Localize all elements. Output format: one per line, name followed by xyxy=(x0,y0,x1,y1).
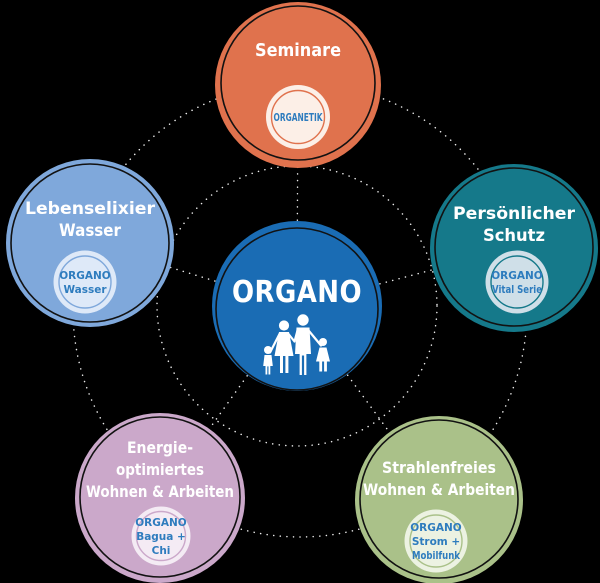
family-icon-arms xyxy=(268,329,323,354)
energie-title-line3: Wohnen & Arbeiten xyxy=(86,482,234,501)
wasser-sketch-ring xyxy=(10,163,170,323)
wasser-badge-circle xyxy=(53,250,117,314)
satellite-energieoptimiertes-wohnen[interactable]: Energie- optimiertes Wohnen & Arbeiten O… xyxy=(75,413,245,583)
seminare-badge-ring xyxy=(270,89,326,145)
schutz-circle[interactable] xyxy=(430,164,598,332)
wasser-badge-line2: Wasser xyxy=(63,284,107,296)
family-icon-boy-body xyxy=(263,355,273,375)
satellite-persoenlicher-schutz[interactable]: Persönlicher Schutz ORGANO Vital Serie xyxy=(430,164,598,332)
schutz-title-line1: Persönlicher xyxy=(453,204,576,223)
strahlenfrei-badge: ORGANO Strom + Mobilfunk xyxy=(404,509,468,573)
schutz-badge-ring xyxy=(490,255,544,309)
center-organo[interactable]: ORGANO xyxy=(212,221,382,391)
strahlenfrei-badge-line1: ORGANO xyxy=(410,522,462,534)
wasser-badge-line1: ORGANO xyxy=(59,270,111,282)
wasser-badge: ORGANO Wasser xyxy=(53,250,117,314)
energie-badge-line1: ORGANO xyxy=(135,517,187,529)
wasser-badge-ring xyxy=(58,255,112,309)
seminare-sketch-ring xyxy=(220,5,376,161)
wasser-title-line2: Wasser xyxy=(59,221,122,240)
energie-circle[interactable] xyxy=(75,413,245,583)
schutz-badge-circle xyxy=(485,250,549,314)
strahlenfrei-badge-line3: Mobilfunk xyxy=(412,550,461,562)
family-icon-father-body xyxy=(295,327,311,375)
energie-badge-ring xyxy=(135,510,187,562)
wasser-title-line1: Lebenselixier xyxy=(25,199,156,218)
strahlenfrei-title-line1: Strahlenfreies xyxy=(382,458,496,477)
organo-circle[interactable] xyxy=(212,221,382,391)
energie-sketch-ring xyxy=(79,416,241,578)
organo-brand-label: ORGANO xyxy=(232,275,362,310)
strahlenfrei-badge-line2: Strom + xyxy=(412,536,460,548)
strahlenfrei-circle[interactable] xyxy=(355,416,523,583)
satellite-lebenselixier-wasser[interactable]: Lebenselixier Wasser ORGANO Wasser xyxy=(6,159,174,327)
energie-badge: ORGANO Bagua + Chi xyxy=(131,506,191,566)
family-icon-mother-body xyxy=(274,332,294,373)
strahlenfrei-sketch-ring xyxy=(359,419,519,579)
schutz-title-line2: Schutz xyxy=(483,226,545,245)
center-spokes-dotted xyxy=(89,84,515,501)
strahlenfrei-badge-circle xyxy=(404,509,468,573)
energie-badge-line3: Chi xyxy=(152,545,171,557)
seminare-badge-circle xyxy=(266,85,330,149)
energie-title-line2: optimiertes xyxy=(116,460,204,479)
energie-title-line1: Energie- xyxy=(127,438,193,457)
schutz-sketch-ring xyxy=(434,167,594,327)
strahlenfrei-badge-ring xyxy=(409,514,463,568)
seminare-badge-label: ORGANETIK xyxy=(274,112,324,124)
family-icon-girl-body xyxy=(316,347,330,372)
satellite-seminare[interactable]: Seminare ORGANETIK xyxy=(215,2,381,168)
satellite-strahlenfreies-wohnen[interactable]: Strahlenfreies Wohnen & Arbeiten ORGANO … xyxy=(355,416,523,583)
wasser-circle[interactable] xyxy=(6,159,174,327)
energie-badge-line2: Bagua + xyxy=(136,531,186,543)
family-icon-mother-head xyxy=(278,320,290,331)
family-icon-father-head xyxy=(297,314,309,326)
strahlenfrei-title-line2: Wohnen & Arbeiten xyxy=(363,480,515,499)
schutz-badge: ORGANO Vital Serie xyxy=(485,250,549,314)
seminare-badge: ORGANETIK xyxy=(266,85,330,149)
schutz-badge-line1: ORGANO xyxy=(491,270,543,282)
family-icon xyxy=(263,314,330,375)
energie-badge-circle xyxy=(131,506,191,566)
organo-sketch-ring xyxy=(215,227,379,391)
schutz-badge-line2: Vital Serie xyxy=(492,284,542,296)
seminare-title: Seminare xyxy=(255,40,341,61)
